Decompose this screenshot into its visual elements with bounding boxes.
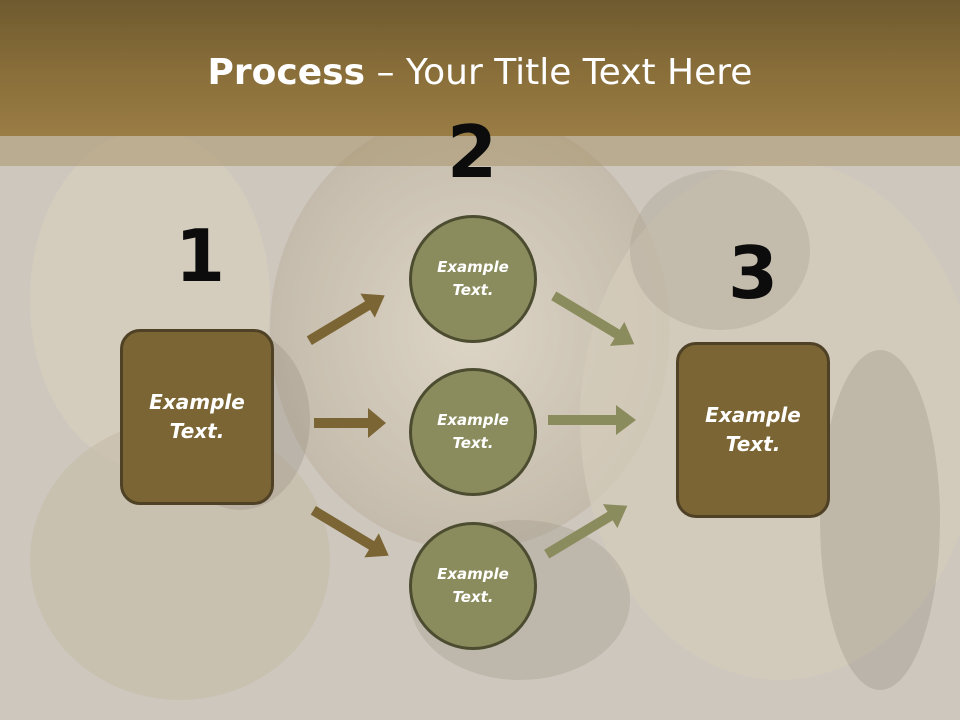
arrow-circle-1-to-right [551, 291, 635, 346]
arrow-left-to-circle-1 [306, 293, 385, 345]
step-number-3: 3 [727, 231, 779, 315]
left-box[interactable]: Example Text. [120, 329, 274, 505]
page-title[interactable]: Process – Your Title Text Here [0, 52, 960, 93]
arrow-circle-3-to-right [544, 504, 628, 559]
circle-3-text: Example Text. [437, 565, 509, 606]
right-box[interactable]: Example Text. [676, 342, 830, 518]
arrow-left-to-circle-2 [314, 408, 386, 438]
title-strip [0, 136, 960, 166]
arrow-circle-2-to-right [548, 405, 636, 435]
title-bold: Process [207, 52, 366, 93]
circle-1-text: Example Text. [437, 258, 509, 299]
title-rest: – Your Title Text Here [365, 52, 753, 93]
circle-3[interactable]: Example Text. [409, 522, 537, 650]
title-bar [0, 0, 960, 136]
circle-2-text: Example Text. [437, 411, 509, 452]
arrow-left-to-circle-3 [310, 506, 389, 558]
step-number-1: 1 [174, 214, 226, 298]
left-box-text: Example Text. [149, 390, 245, 443]
right-box-text: Example Text. [705, 403, 801, 456]
circle-2[interactable]: Example Text. [409, 368, 537, 496]
circle-1[interactable]: Example Text. [409, 215, 537, 343]
step-number-2: 2 [446, 110, 498, 194]
